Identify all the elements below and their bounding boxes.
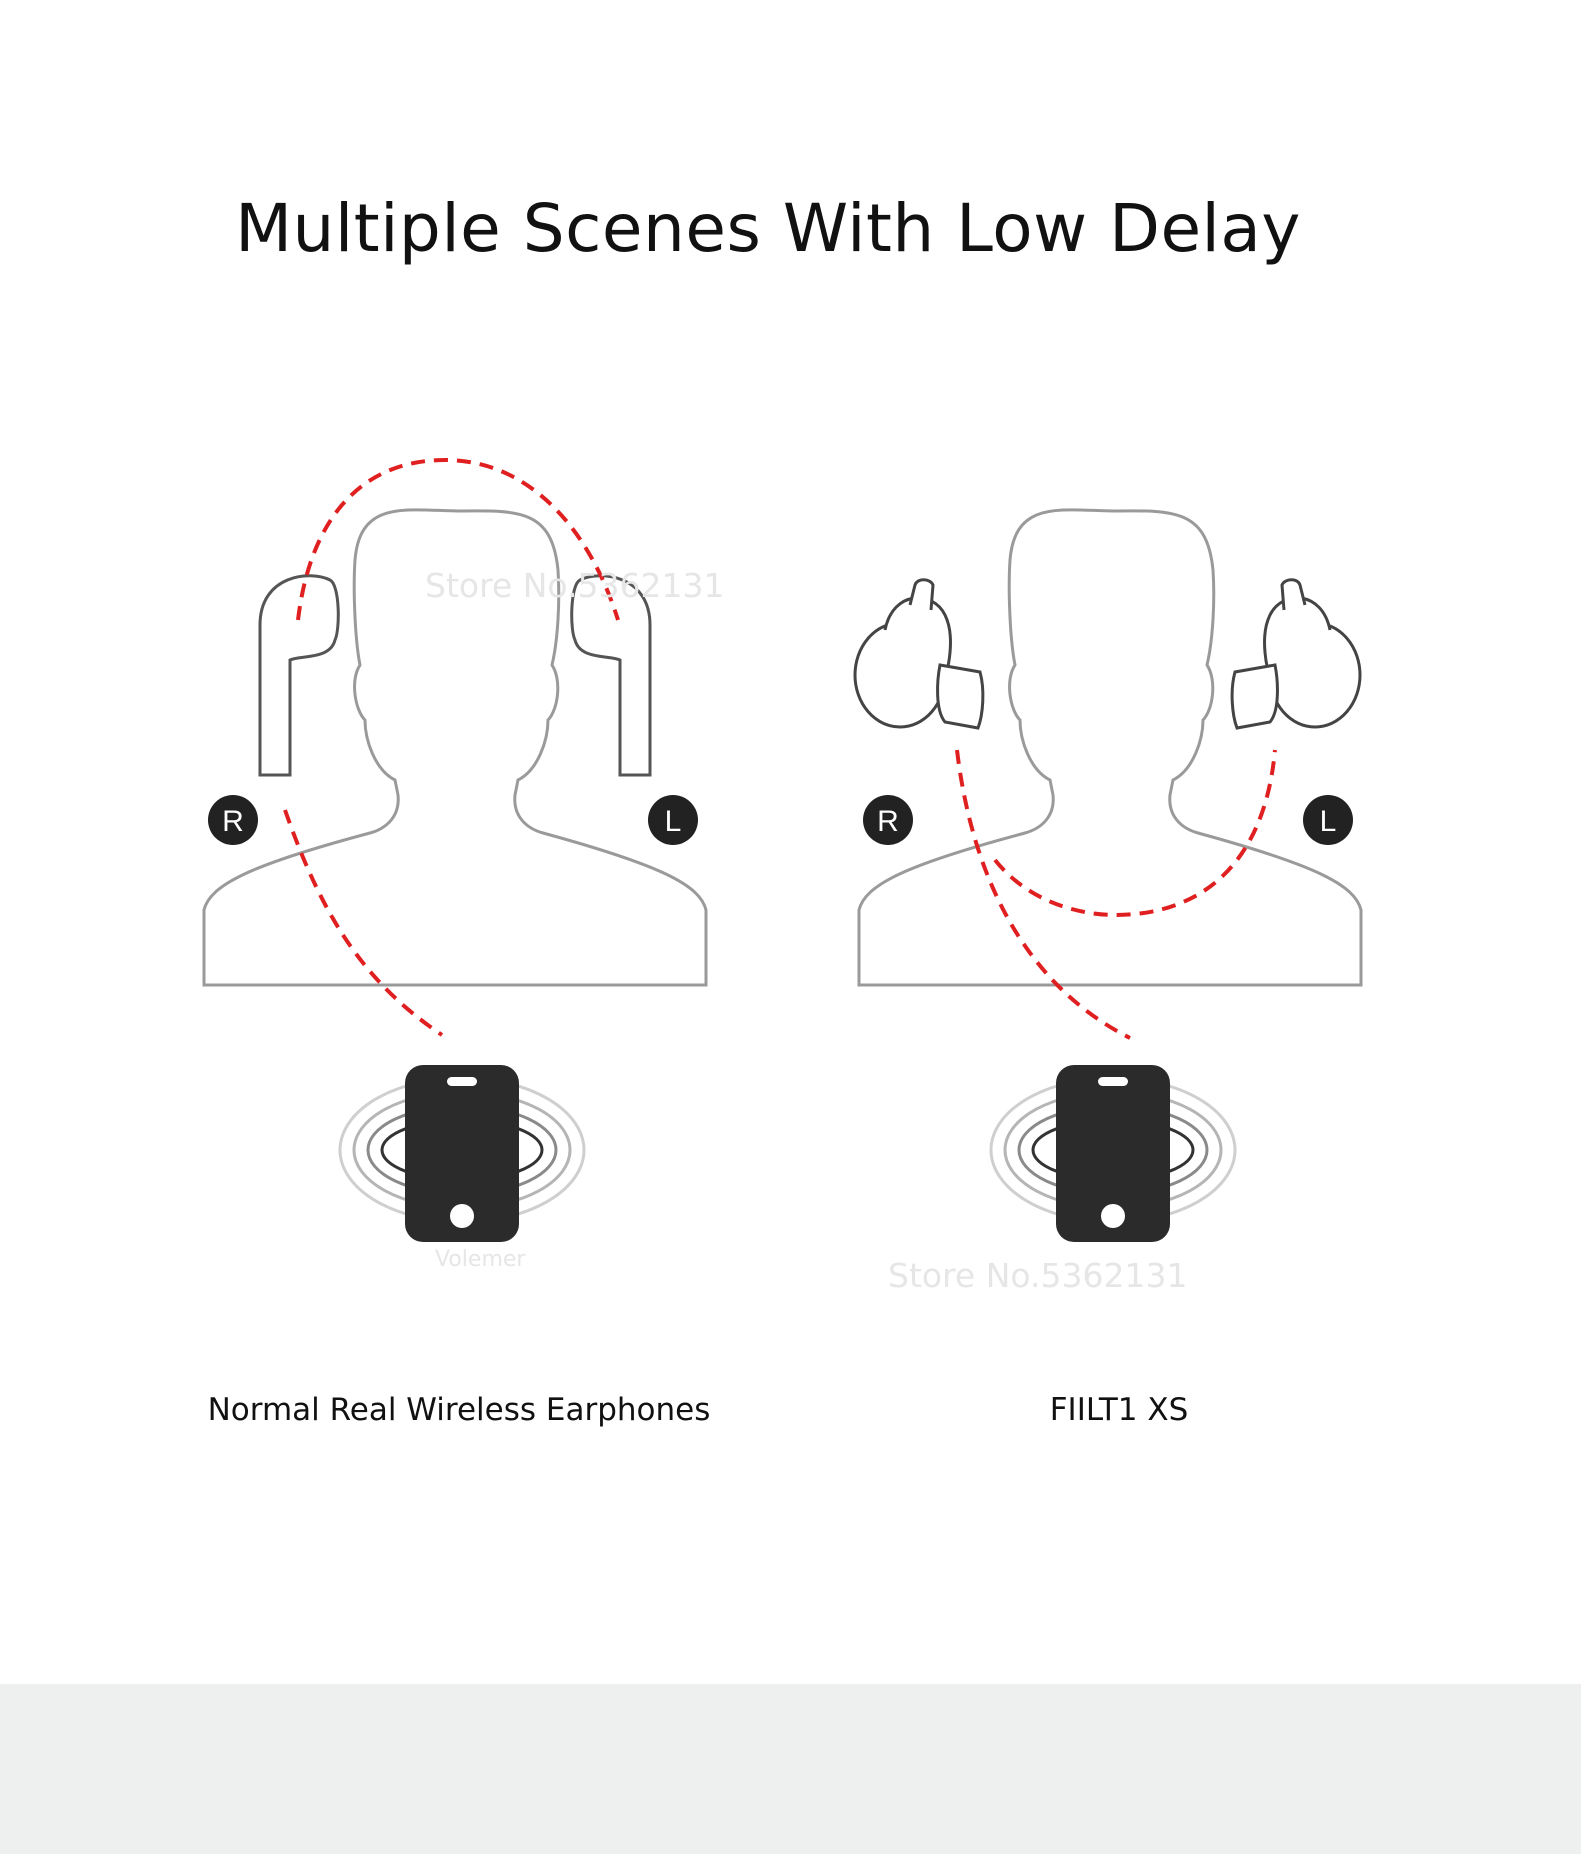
left-badge: L [648,795,698,845]
signal-path-phone-to-right [283,809,444,1037]
scene-normal-earphones: R L [190,440,750,1260]
left-stem-earbud-icon [570,574,652,777]
page-title: Multiple Scenes With Low Delay [235,190,1301,267]
right-badge: R [208,795,258,845]
scene-fiil-earphones: R L [845,440,1405,1260]
person-silhouette [202,508,708,987]
phone-icon [1056,1065,1170,1242]
store-watermark: Store No.5362131 [425,566,725,605]
phone-icon [405,1065,519,1242]
signal-path-between-ears [296,457,620,621]
left-in-ear-bud-icon [1230,578,1362,730]
signal-path-phone-to-right [955,749,1131,1040]
right-badge-label: R [222,805,244,838]
signal-path-right-to-left [993,749,1277,918]
caption-fiil-earphones: FIILT1 XS [1049,1392,1189,1428]
fiil-earphones-illustration: R L [853,508,1363,1242]
right-in-ear-bud-icon [853,578,985,730]
right-badge: R [863,795,913,845]
left-badge-label: L [1320,805,1337,838]
left-badge-label: L [665,805,682,838]
person-silhouette [857,508,1363,987]
right-stem-earbud-icon [258,574,340,777]
brand-watermark: Volemer [435,1247,526,1272]
footer-band [0,1684,1581,1854]
store-watermark: Store No.5362131 [888,1256,1188,1295]
left-badge: L [1303,795,1353,845]
normal-earphones-illustration: R L [202,457,708,1242]
product-page: Multiple Scenes With Low Delay R [190,190,1405,1428]
right-badge-label: R [877,805,899,838]
caption-normal-earphones: Normal Real Wireless Earphones [207,1392,711,1428]
